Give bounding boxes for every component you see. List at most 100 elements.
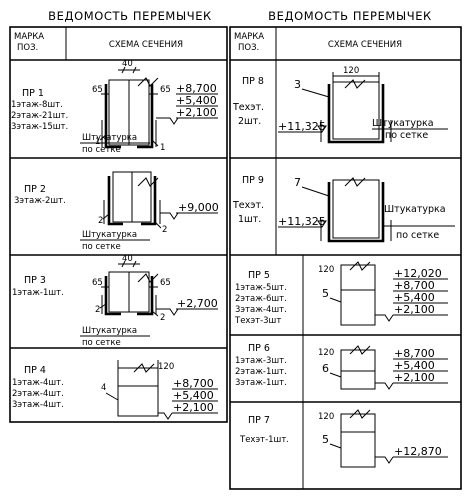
level-mark: +5,400: [394, 359, 435, 372]
note-plaster: Штукатурка: [384, 204, 446, 215]
mark-label: ПР 3: [24, 275, 46, 286]
lintel-section-pr2: [103, 171, 161, 226]
dim-65-left: 65: [92, 85, 103, 95]
note-mesh: по сетке: [82, 338, 121, 348]
mark-label: ПР 1: [22, 88, 44, 99]
mark-label: ПР 6: [248, 343, 270, 354]
pos-callout: 5: [322, 433, 329, 446]
level-mark: +11,325: [278, 120, 326, 133]
level-mark: +5,400: [394, 291, 435, 304]
level-mark: +12,870: [394, 445, 442, 458]
note-plaster: Штукатурка: [82, 326, 137, 336]
left-header-mark: МАРКА: [14, 32, 44, 42]
lintel-section-pr4: [117, 360, 159, 417]
left-table-title: ВЕДОМОСТЬ ПЕРЕМЫЧЕК: [48, 9, 212, 23]
qty-line: 3этаж-1шт.: [235, 378, 287, 388]
note-plaster: Штукатурка: [82, 133, 137, 143]
pos-callout: 4: [101, 383, 106, 393]
dim-120: 120: [318, 412, 334, 422]
qty-line: 1шт.: [238, 214, 261, 225]
pos-callout: 5: [322, 287, 329, 300]
left-header-pos: ПОЗ.: [17, 43, 38, 53]
dim-65-right: 65: [160, 85, 171, 95]
row-pr8: ПР 8 Техэт. 2шт. 120 3 +11,325 Штукатурк…: [232, 66, 448, 144]
right-header-pos: ПОЗ.: [238, 43, 259, 53]
note-mesh: по сетке: [385, 130, 428, 141]
dim-40: 40: [122, 59, 133, 69]
note-plaster: Штукатурка: [372, 118, 434, 129]
level-mark: +8,700: [394, 279, 435, 292]
row-pr7: ПР 7 Техэт-1шт. 120 5 +12,870: [239, 409, 448, 468]
pos-callout: 7: [294, 176, 301, 189]
pos-callout: 2: [98, 216, 103, 226]
dim-120: 120: [343, 66, 359, 76]
lintel-section-pr5: [340, 261, 376, 326]
qty-line: 2шт.: [238, 116, 261, 127]
qty-line: 1этаж-8шт.: [11, 100, 63, 110]
pos-callout: 1: [160, 143, 165, 153]
qty-line: 3этаж-4шт.: [12, 400, 64, 410]
lintel-section-pr1: [101, 66, 159, 149]
mark-label: ПР 4: [24, 365, 46, 376]
pos-callout: 3: [294, 78, 301, 91]
qty-line: 1этаж-3шт.: [235, 356, 287, 366]
qty-line: 3этаж-2шт.: [14, 196, 66, 206]
dim-120: 120: [318, 348, 334, 358]
mark-label: ПР 5: [248, 270, 270, 281]
right-table-frame: [229, 26, 462, 490]
level-mark: +8,700: [394, 347, 435, 360]
mark-label: ПР 8: [242, 76, 264, 87]
qty-line: 2этаж-6шт.: [235, 294, 287, 304]
row-pr6: ПР 6 1этаж-3шт. 2этаж-1шт. 3этаж-1шт. 12…: [235, 343, 448, 390]
level-mark: +8,700: [173, 377, 214, 390]
row-pr3: ПР 3 1этаж-1шт. 40 65 65 2 2 +2,700 Штук…: [12, 254, 218, 348]
dim-65-left: 65: [92, 278, 103, 288]
qty-line: Техэт-3шт: [234, 316, 281, 326]
qty-line: 1этаж-4шт.: [12, 378, 64, 388]
level-mark: +2,100: [394, 303, 435, 316]
mark-label: ПР 7: [248, 415, 270, 426]
dim-120: 120: [158, 362, 174, 372]
note-plaster: Штукатурка: [82, 230, 137, 240]
left-table-frame: [9, 26, 228, 423]
level-mark: +8,700: [176, 82, 217, 95]
lintel-section-pr7: [340, 409, 376, 468]
pos-callout: 2: [162, 225, 167, 235]
pos-callout: 2: [160, 313, 165, 323]
level-mark: +2,100: [394, 371, 435, 384]
pos-callout: 6: [322, 362, 329, 375]
note-mesh: по сетке: [396, 230, 439, 241]
lintel-section-pr8: [320, 72, 392, 144]
qty-line: 3этаж-4шт.: [235, 305, 287, 315]
row-pr5: ПР 5 1этаж-5шт. 2этаж-6шт. 3этаж-4шт. Те…: [234, 261, 448, 326]
qty-line: 1этаж-5шт.: [235, 283, 287, 293]
pos-callout: 1: [95, 137, 100, 147]
left-header-scheme: СХЕМА СЕЧЕНИЯ: [109, 40, 183, 50]
right-table-title: ВЕДОМОСТЬ ПЕРЕМЫЧЕК: [268, 9, 432, 23]
level-mark: +9,000: [178, 201, 219, 214]
level-mark: +5,400: [173, 389, 214, 402]
qty-line: Техэт.: [232, 200, 264, 211]
qty-line: 3этаж-15шт.: [11, 122, 68, 132]
level-mark: +2,100: [176, 106, 217, 119]
dim-65-right: 65: [160, 278, 171, 288]
level-mark: +11,325: [278, 215, 326, 228]
mark-label: ПР 2: [24, 184, 46, 195]
lintel-section-pr9: [320, 177, 392, 243]
dim-120: 120: [318, 265, 334, 275]
row-pr9: ПР 9 Техэт. 1шт. 7 +11,325 Штукатурка по…: [232, 175, 455, 243]
lintel-section-pr3: [101, 260, 159, 316]
qty-line: 2этаж-4шт.: [12, 389, 64, 399]
level-mark: +2,700: [177, 297, 218, 310]
qty-line: Техэт.: [232, 102, 264, 113]
lintel-section-pr6: [340, 345, 376, 390]
note-mesh: по сетке: [82, 145, 121, 155]
right-header-scheme: СХЕМА СЕЧЕНИЯ: [328, 40, 402, 50]
pos-callout: 2: [95, 305, 100, 315]
note-mesh: по сетке: [82, 242, 121, 252]
qty-line: Техэт-1шт.: [239, 435, 289, 445]
right-header-mark: МАРКА: [234, 32, 264, 42]
mark-label: ПР 9: [242, 175, 264, 186]
qty-line: 2этаж-1шт.: [235, 367, 287, 377]
